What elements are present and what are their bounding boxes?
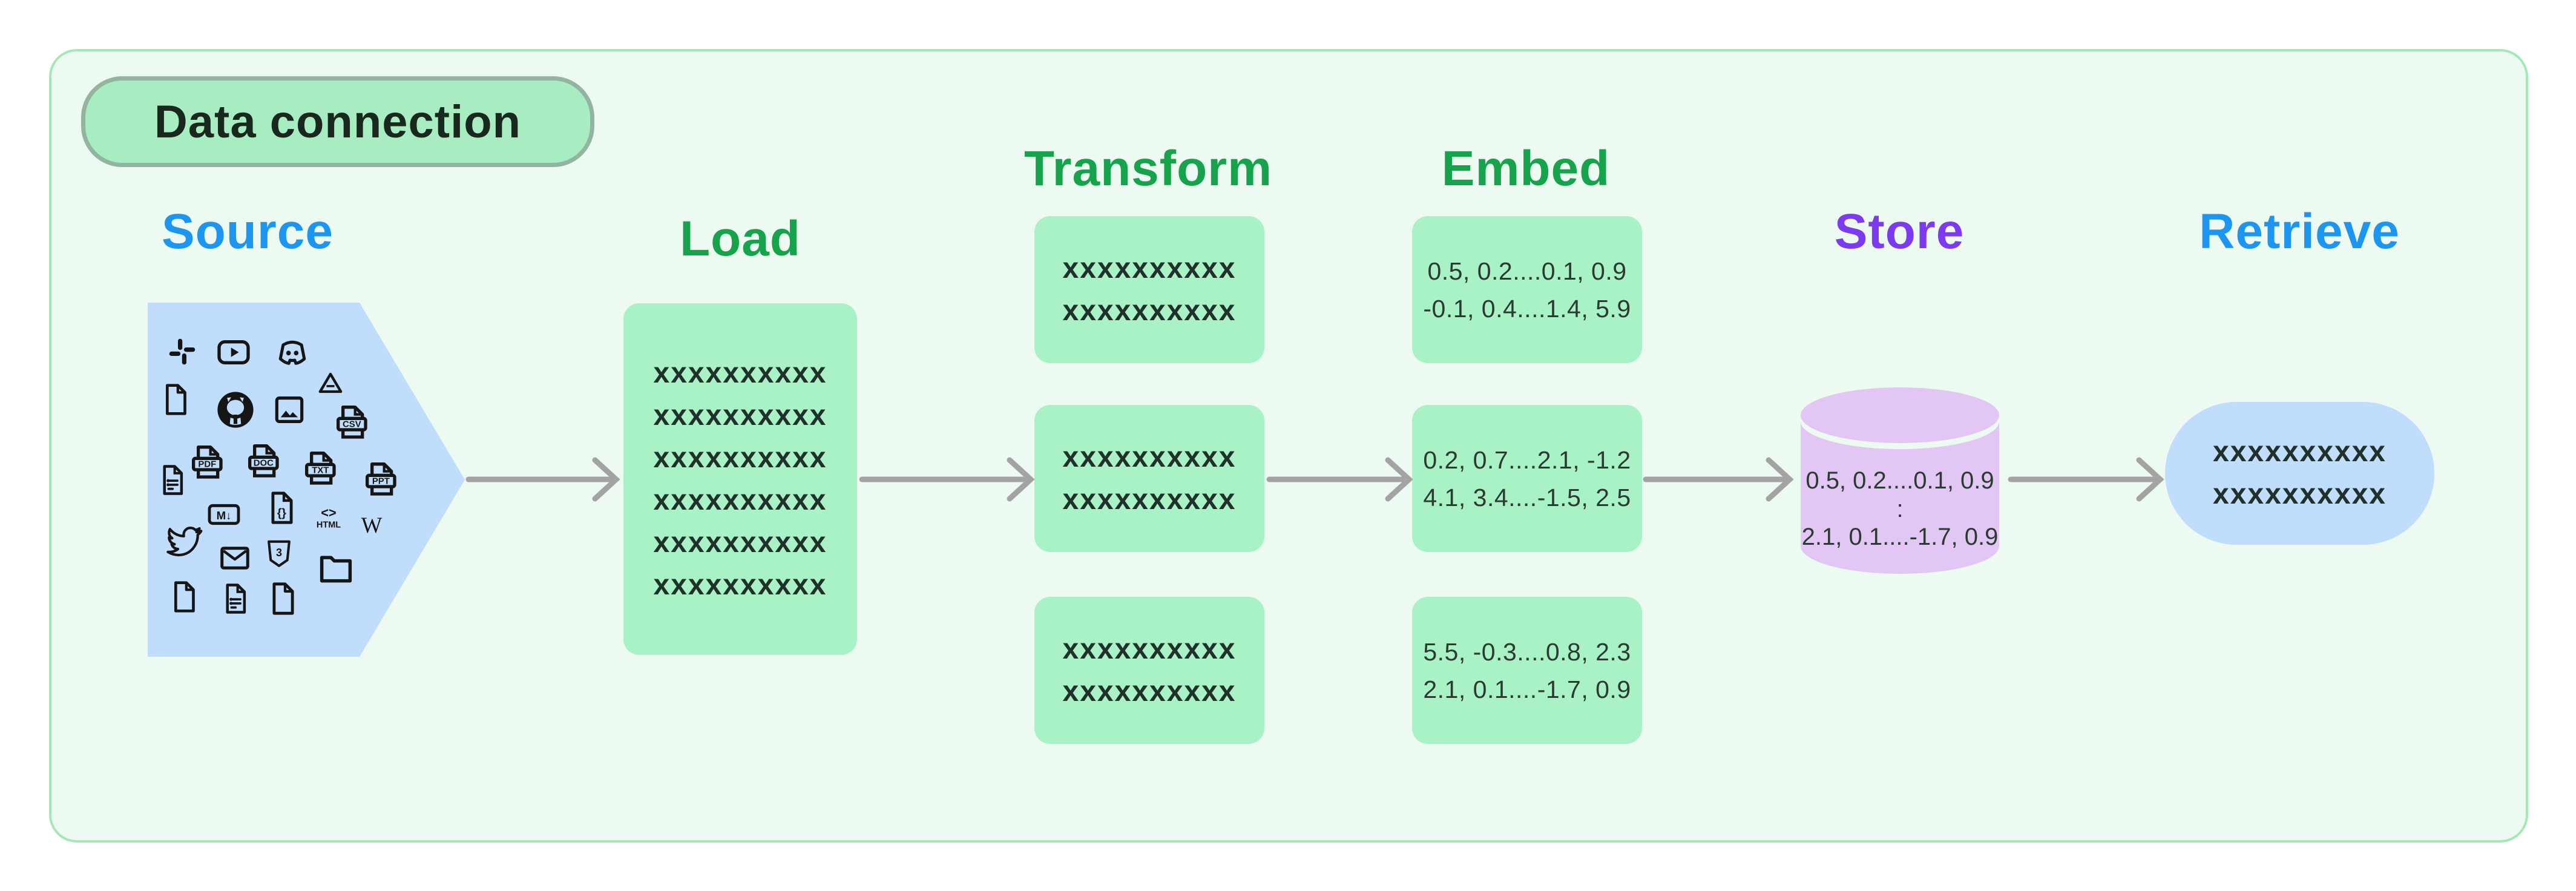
twitter-icon <box>166 527 203 557</box>
folder-icon <box>320 556 352 583</box>
txt-file-icon: TXT <box>305 452 336 485</box>
ppt-file-icon: PPT <box>366 462 396 496</box>
data-connection-card: Data connection Source Load Transform Em… <box>49 49 2528 843</box>
svg-text:<>: <> <box>321 505 336 521</box>
arrow-source-to-load <box>465 457 620 502</box>
retrieve-line: xxxxxxxxxx <box>2213 436 2387 468</box>
notes-file-icon <box>155 464 188 496</box>
file-icon <box>264 581 299 616</box>
wikipedia-icon: W <box>361 513 383 538</box>
embed-vector-line: 2.1, 0.1....-1.7, 0.9 <box>1423 675 1631 703</box>
arrow-load-to-transform <box>859 457 1035 502</box>
title-badge-label: Data connection <box>154 96 522 148</box>
mail-icon <box>220 547 249 570</box>
embed-vector-line: 0.5, 0.2....0.1, 0.9 <box>1427 257 1627 285</box>
embed-box-1: 0.5, 0.2....0.1, 0.9 -0.1, 0.4....1.4, 5… <box>1412 216 1642 363</box>
transform-box-1: xxxxxxxxxx xxxxxxxxxx <box>1034 216 1264 363</box>
retrieve-box: xxxxxxxxxx xxxxxxxxxx <box>2165 402 2434 545</box>
slack-icon <box>169 338 196 365</box>
svg-text:W: W <box>361 513 383 538</box>
code-file-icon: {} <box>271 492 293 524</box>
load-line: xxxxxxxxxx <box>653 484 827 516</box>
doc-file-icon: DOC <box>248 444 279 478</box>
image-icon <box>275 396 304 423</box>
load-line: xxxxxxxxxx <box>653 568 827 601</box>
heading-embed: Embed <box>1441 141 1611 196</box>
embed-vector-line: -0.1, 0.4....1.4, 5.9 <box>1423 294 1631 323</box>
heading-store: Store <box>1834 204 1965 259</box>
svg-text:PDF: PDF <box>198 459 216 470</box>
youtube-icon <box>217 340 250 364</box>
svg-text:3: 3 <box>276 547 282 559</box>
svg-text:M↓: M↓ <box>217 509 232 522</box>
transform-box-2: xxxxxxxxxx xxxxxxxxxx <box>1034 405 1264 552</box>
embed-vector-line: 0.2, 0.7....2.1, -1.2 <box>1423 446 1631 474</box>
transform-box-3: xxxxxxxxxx xxxxxxxxxx <box>1034 597 1264 744</box>
load-box: xxxxxxxxxx xxxxxxxxxx xxxxxxxxxx xxxxxxx… <box>623 303 857 655</box>
svg-text:CSV: CSV <box>343 419 361 430</box>
html-icon: <> HTML <box>317 505 341 530</box>
notes-file-icon <box>218 582 251 615</box>
embed-box-2: 0.2, 0.7....2.1, -1.2 4.1, 3.4....-1.5, … <box>1412 405 1642 552</box>
transform-line: xxxxxxxxxx <box>1062 441 1237 473</box>
gdrive-icon <box>318 372 343 393</box>
file-icon <box>166 580 200 614</box>
transform-line: xxxxxxxxxx <box>1062 633 1237 665</box>
arrow-transform-to-embed <box>1266 457 1413 502</box>
source-shape: CSV PDF DOC TXT <box>148 303 465 657</box>
svg-text:{}: {} <box>277 507 287 520</box>
embed-vector-line: 4.1, 3.4....-1.5, 2.5 <box>1423 483 1631 511</box>
title-badge: Data connection <box>81 76 594 167</box>
pdf-file-icon: PDF <box>192 446 223 479</box>
arrow-embed-to-store <box>1643 457 1794 502</box>
heading-source: Source <box>162 204 334 259</box>
embed-box-3: 5.5, -0.3....0.8, 2.3 2.1, 0.1....-1.7, … <box>1412 597 1642 744</box>
github-icon <box>217 392 254 428</box>
arrow-store-to-retrieve <box>2008 457 2164 502</box>
load-line: xxxxxxxxxx <box>653 441 827 474</box>
markdown-icon: M↓ <box>208 504 240 525</box>
heading-retrieve: Retrieve <box>2199 204 2400 259</box>
transform-line: xxxxxxxxxx <box>1062 294 1237 327</box>
transform-line: xxxxxxxxxx <box>1062 483 1237 516</box>
discord-icon <box>278 340 306 365</box>
heading-transform: Transform <box>1024 141 1272 196</box>
load-line: xxxxxxxxxx <box>653 526 827 559</box>
load-line: xxxxxxxxxx <box>653 357 827 389</box>
svg-text:HTML: HTML <box>317 521 341 530</box>
file-icon <box>157 383 191 416</box>
store-vector-colon: : <box>1896 496 1903 522</box>
store-vector-line: 0.5, 0.2....0.1, 0.9 <box>1806 467 1994 494</box>
store-cylinder: 0.5, 0.2....0.1, 0.9 : 2.1, 0.1....-1.7,… <box>1801 387 1999 574</box>
retrieve-line: xxxxxxxxxx <box>2213 478 2387 510</box>
store-vector-line: 2.1, 0.1....-1.7, 0.9 <box>1802 524 1999 550</box>
svg-text:DOC: DOC <box>254 458 274 469</box>
csv-file-icon: CSV <box>337 406 367 439</box>
svg-text:TXT: TXT <box>312 465 329 476</box>
heading-load: Load <box>680 211 801 266</box>
svg-text:PPT: PPT <box>372 476 390 487</box>
embed-vector-line: 5.5, -0.3....0.8, 2.3 <box>1423 637 1631 666</box>
load-line: xxxxxxxxxx <box>653 399 827 432</box>
transform-line: xxxxxxxxxx <box>1062 252 1237 284</box>
transform-line: xxxxxxxxxx <box>1062 675 1237 708</box>
css3-icon: 3 <box>268 540 291 567</box>
